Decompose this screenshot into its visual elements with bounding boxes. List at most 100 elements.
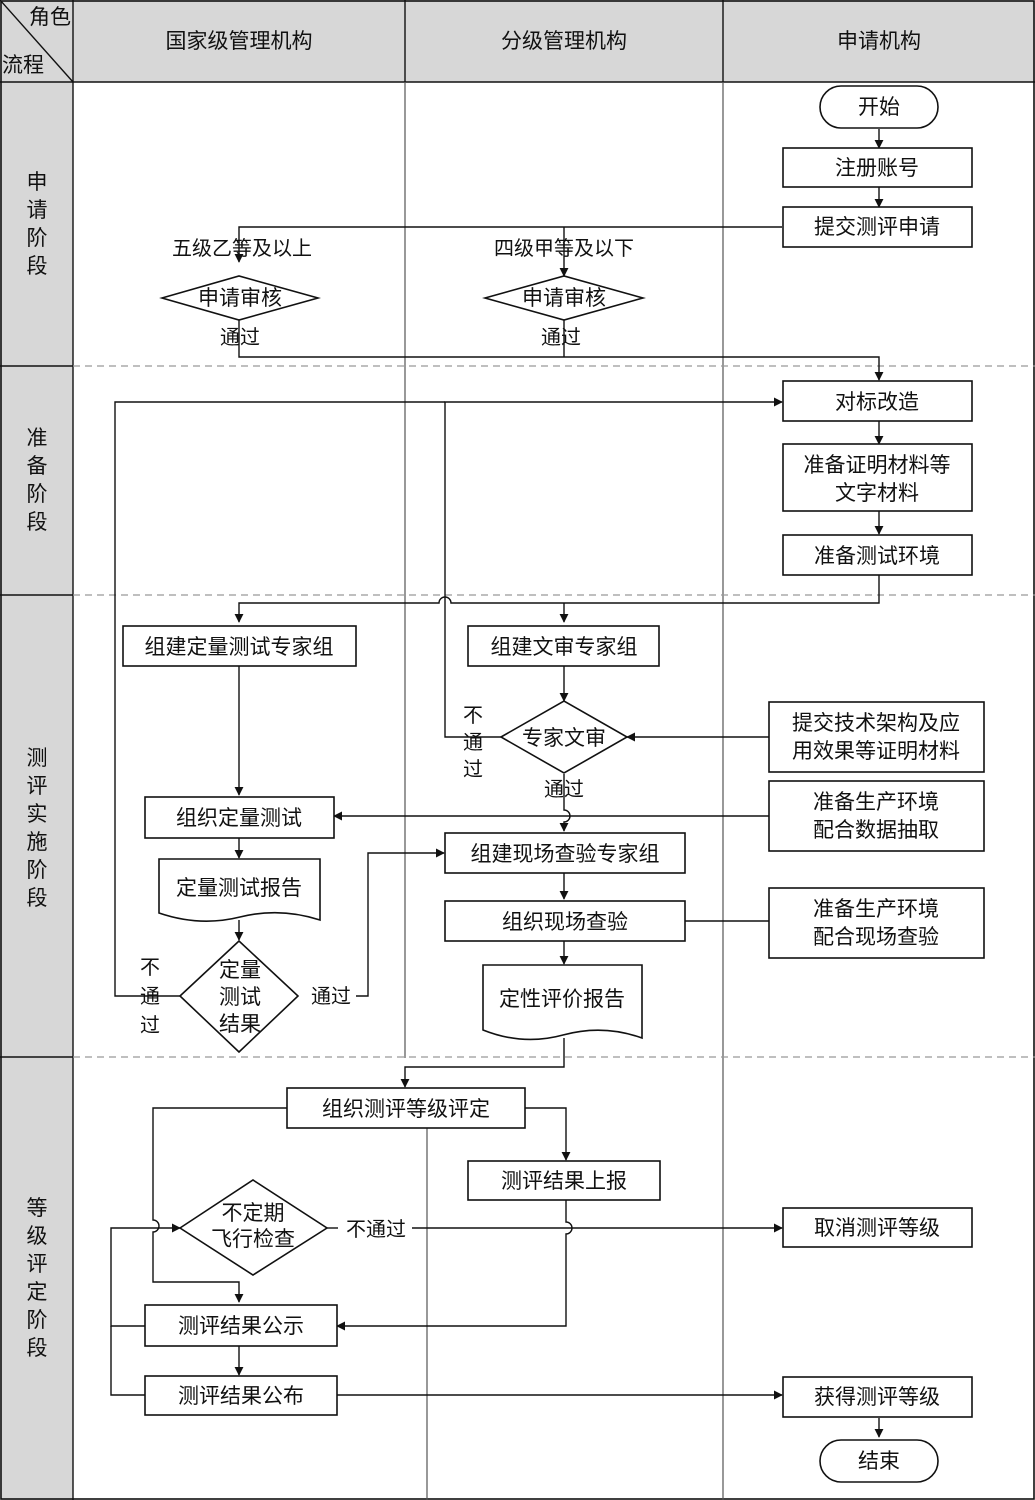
stage-label-char: 段 (27, 510, 48, 534)
prod-env-onsite-box (768, 887, 985, 959)
report-result-label: 测评结果上报 (501, 1169, 627, 1193)
doc-fail-char-2: 通 (463, 730, 483, 754)
quant-fail-char-1: 不 (140, 955, 160, 979)
submit-application-label: 提交测评申请 (814, 215, 940, 239)
stage-label-char: 等 (27, 1196, 48, 1220)
cancel-level-box (782, 1207, 973, 1248)
onsite-group-label: 组建现场查验专家组 (471, 842, 660, 866)
start-label: 开始 (858, 95, 900, 119)
doc-group-label: 组建文审专家组 (491, 635, 638, 659)
branch-review-label: 申请审核 (522, 286, 606, 310)
stage-label-char: 施 (27, 830, 48, 854)
get-level-label: 获得测评等级 (814, 1385, 940, 1409)
benchmark-box (782, 380, 973, 422)
stage-label-char: 备 (27, 454, 48, 478)
doc-group-box (467, 625, 660, 667)
org-rating-label: 组织测评等级评定 (322, 1097, 490, 1121)
stage-label-char: 准 (27, 426, 48, 450)
branch-review-diamond (482, 275, 646, 321)
stage-label-char: 段 (27, 886, 48, 910)
level-low-label: 四级甲等及以下 (494, 236, 634, 260)
submit-arch-box (768, 701, 985, 773)
quant-group-label: 组建定量测试专家组 (145, 635, 334, 659)
stage-column (0, 82, 73, 1500)
expert-review-label: 专家文审 (522, 726, 606, 750)
prepare-docs-label-1: 准备证明材料等 (804, 453, 951, 477)
quant-result-pass: 通过 (311, 984, 351, 1008)
submit-arch-label-1: 提交技术架构及应 (792, 711, 960, 735)
stage-label-char: 阶 (27, 1308, 48, 1332)
prepare-env-label: 准备测试环境 (814, 544, 940, 568)
stage-label-char: 测 (27, 746, 48, 770)
submit-application-box (782, 206, 973, 248)
quant-group-box (122, 625, 357, 667)
stage-label-char: 阶 (27, 482, 48, 506)
expert-review-pass: 通过 (544, 777, 584, 801)
prod-env-onsite-label-1: 准备生产环境 (813, 897, 939, 921)
quant-result-label-1: 定量 (219, 958, 261, 982)
national-review-label: 申请审核 (198, 286, 282, 310)
prepare-docs-label-2: 文字材料 (835, 481, 919, 505)
stage-label-char: 阶 (27, 226, 48, 250)
corner-label-role: 角色 (29, 5, 71, 29)
inspection-diamond (178, 1179, 329, 1276)
qual-report-label: 定性评价报告 (499, 987, 625, 1011)
org-onsite-label: 组织现场查验 (502, 910, 628, 934)
corner-diagonal (0, 0, 74, 83)
lane-header-branch: 分级管理机构 (501, 29, 627, 53)
doc-fail-char-1: 不 (463, 703, 483, 727)
quant-report-document (158, 858, 321, 922)
report-result-box (467, 1160, 661, 1201)
register-account-label: 注册账号 (835, 156, 919, 180)
expert-review-diamond (499, 700, 629, 774)
level-high-label: 五级乙等及以上 (172, 236, 312, 260)
inspection-label-1: 不定期 (222, 1201, 285, 1225)
national-review-pass: 通过 (220, 325, 260, 349)
get-level-box (782, 1376, 973, 1418)
branch-review-pass: 通过 (541, 325, 581, 349)
quant-result-label-3: 结果 (219, 1012, 261, 1036)
prod-env-data-label-2: 配合数据抽取 (813, 818, 939, 842)
stage-label-char: 段 (27, 254, 48, 278)
org-quant-label: 组织定量测试 (176, 806, 302, 830)
stage-label-char: 申 (27, 170, 48, 194)
inspection-fail-label: 不通过 (346, 1217, 406, 1241)
stage-label-char: 级 (27, 1224, 48, 1248)
org-quant-box (144, 796, 335, 839)
quant-result-diamond (178, 939, 300, 1054)
end-terminal (819, 1439, 939, 1483)
stage-label-char: 阶 (27, 858, 48, 882)
onsite-group-box (444, 832, 686, 874)
stage-label-char: 请 (27, 198, 48, 222)
corner-label-process: 流程 (2, 53, 44, 77)
inspection-label-2: 飞行检查 (211, 1227, 295, 1251)
org-onsite-box (444, 900, 686, 942)
prod-env-data-box (768, 780, 985, 852)
quant-fail-char-2: 通 (140, 984, 160, 1008)
stage-label-char: 段 (27, 1336, 48, 1360)
quant-fail-char-3: 过 (140, 1013, 160, 1037)
connectors (110, 129, 884, 1438)
quant-result-label-2: 测试 (219, 985, 261, 1009)
national-review-diamond (159, 275, 321, 321)
header-band (0, 0, 1035, 82)
stage-label-char: 评 (27, 1252, 48, 1276)
prepare-docs-box (782, 443, 973, 512)
submit-arch-label-2: 用效果等证明材料 (792, 739, 960, 763)
quant-report-label: 定量测试报告 (176, 876, 302, 900)
publish-label: 测评结果公布 (178, 1384, 304, 1408)
cancel-level-label: 取消测评等级 (814, 1216, 940, 1240)
stage-label-char: 定 (27, 1280, 48, 1304)
register-account-box (782, 147, 973, 188)
prod-env-onsite-label-2: 配合现场查验 (813, 925, 939, 949)
stage-label-char: 实 (27, 802, 48, 826)
start-terminal (819, 85, 939, 129)
publicize-box (144, 1304, 338, 1347)
prod-env-data-label-1: 准备生产环境 (813, 790, 939, 814)
